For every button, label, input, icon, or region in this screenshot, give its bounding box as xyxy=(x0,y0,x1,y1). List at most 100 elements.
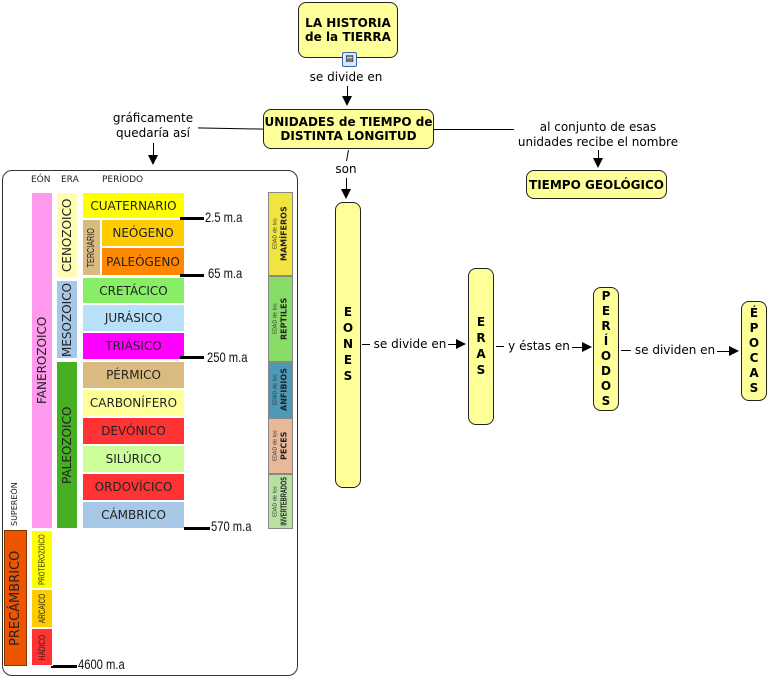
arrow-head xyxy=(341,189,351,199)
supereon-precambrico: PRECÁMBRICO xyxy=(4,530,27,666)
eon-arcaico: ARCAICO xyxy=(31,589,53,628)
connector xyxy=(195,127,264,130)
marker-570: 570 m.a xyxy=(211,518,252,534)
marker-tick xyxy=(180,356,204,359)
connector xyxy=(496,346,504,347)
period-devonico: DEVÓNICO xyxy=(82,417,185,445)
period-label: NEÓGENO xyxy=(112,226,174,240)
marker-65: 65 m.a xyxy=(208,265,243,281)
node-unidades-tiempo[interactable]: UNIDADES de TIEMPO de DISTINTA LONGITUD xyxy=(263,109,434,149)
eon-proterozoico: PROTEROZOICO xyxy=(31,530,53,589)
eon-hadico: HÁDICO xyxy=(31,628,53,666)
document-image-icon[interactable]: ▤ xyxy=(342,52,357,67)
connector xyxy=(434,129,514,130)
connector xyxy=(717,351,729,352)
period-paleogeno: PALEÓGENO xyxy=(101,247,185,276)
edad-prefix: EDAD de los xyxy=(272,303,279,335)
arrow-head xyxy=(456,339,466,349)
edad-label: REPTILES xyxy=(279,297,289,341)
arrow-head xyxy=(342,96,352,106)
node-historia-tierra[interactable]: LA HISTORIA de la TIERRA xyxy=(298,2,398,58)
node-eones[interactable]: EONES xyxy=(335,202,361,488)
marker-250: 250 m.a xyxy=(207,349,248,365)
edad-label: INVERTEBRADOS xyxy=(279,477,289,526)
connector xyxy=(572,347,582,348)
precambrico-label: PRECÁMBRICO xyxy=(8,550,23,646)
link-label-conjunto: al conjunto de esas unidades recibe el n… xyxy=(516,120,680,150)
connector xyxy=(621,350,631,351)
period-cretacico: CRETÁCICO xyxy=(82,277,185,304)
node-label: ÉPOCAS xyxy=(747,306,761,396)
arrow-head xyxy=(582,342,592,352)
connector xyxy=(347,86,348,98)
link-label-eones-eras: se divide en xyxy=(373,337,447,352)
link-label-eras-periodos: y éstas en xyxy=(507,339,571,354)
period-label: DEVÓNICO xyxy=(101,424,166,438)
marker-2-5: 2.5 m.a xyxy=(205,209,243,225)
node-eras[interactable]: ERAS xyxy=(468,268,494,425)
period-jurasico: JURÁSICO xyxy=(82,304,185,332)
header-era: ERA xyxy=(61,175,79,185)
period-carbonifero: CARBONÍFERO xyxy=(82,389,185,417)
period-label: CUATERNARIO xyxy=(90,198,177,213)
eon-label: HÁDICO xyxy=(37,634,47,660)
eon-fanerozoico: FANEROZOICO xyxy=(31,192,53,529)
period-triasico: TRIÁSICO xyxy=(82,332,185,360)
period-label: JURÁSICO xyxy=(104,311,163,325)
period-label: CRETÁCICO xyxy=(99,283,168,298)
node-label: PERÍODOS xyxy=(599,289,613,409)
header-eon: EÓN xyxy=(31,175,51,185)
terciario-label: TERCIARIO xyxy=(86,227,97,268)
edad-label: PECES xyxy=(279,431,289,461)
era-label: MESOZOICO xyxy=(60,282,74,357)
link-label-son: son xyxy=(333,162,359,177)
period-cambrico: CÁMBRICO xyxy=(82,501,185,529)
period-label: ORDOVÍCICO xyxy=(94,480,173,494)
period-ordovicico: ORDOVÍCICO xyxy=(82,473,185,501)
connector xyxy=(598,150,599,158)
period-silurico: SILÚRICO xyxy=(82,445,185,473)
edad-prefix: EDAD de los xyxy=(272,218,279,250)
marker-tick xyxy=(180,217,204,220)
arrow-head xyxy=(148,155,158,165)
connector xyxy=(346,178,347,190)
node-label: TIEMPO GEOLÓGICO xyxy=(529,177,664,192)
connector xyxy=(362,344,370,345)
node-tiempo-geologico[interactable]: TIEMPO GEOLÓGICO xyxy=(526,170,667,199)
era-label: PALEOZOICO xyxy=(60,406,74,484)
era-label: CENOZOICO xyxy=(60,198,74,272)
edad-prefix: EDAD de los xyxy=(272,374,279,406)
era-cenozoico: CENOZOICO xyxy=(56,192,78,278)
marker-tick xyxy=(51,665,77,668)
node-epocas[interactable]: ÉPOCAS xyxy=(741,301,767,401)
eon-label: PROTEROZOICO xyxy=(37,534,47,585)
period-label: SILÚRICO xyxy=(105,452,162,466)
node-label: EONES xyxy=(341,305,355,385)
link-label-se-divide-en: se divide en xyxy=(308,70,384,85)
edad-label: ANFIBIOS xyxy=(279,368,289,412)
edad-prefix: EDAD de los xyxy=(272,430,279,462)
node-label: UNIDADES de TIEMPO de DISTINTA LONGITUD xyxy=(264,115,433,143)
link-label-periodos-epocas: se dividen en xyxy=(634,343,716,358)
header-periodo: PERÍODO xyxy=(102,175,144,185)
marker-4600: 4600 m.a xyxy=(78,656,125,672)
marker-tick xyxy=(184,527,210,530)
node-periodos[interactable]: PERÍODOS xyxy=(593,287,619,411)
period-label: PÉRMICO xyxy=(106,368,161,382)
arrow-head xyxy=(593,158,603,168)
era-mesozoico: MESOZOICO xyxy=(56,280,78,359)
eon-label: ARCAICO xyxy=(37,593,47,624)
edad-label: MAMÍFEROS xyxy=(279,206,289,262)
period-cuaternario: CUATERNARIO xyxy=(82,192,185,219)
eon-label: FANEROZOICO xyxy=(35,316,49,405)
period-label: PALEÓGENO xyxy=(106,254,180,269)
terciario: TERCIARIO xyxy=(82,219,101,276)
period-label: TRIÁSICO xyxy=(105,339,162,353)
link-label-graficamente: gráficamente quedaría así xyxy=(108,111,198,141)
period-permico: PÉRMICO xyxy=(82,361,185,389)
